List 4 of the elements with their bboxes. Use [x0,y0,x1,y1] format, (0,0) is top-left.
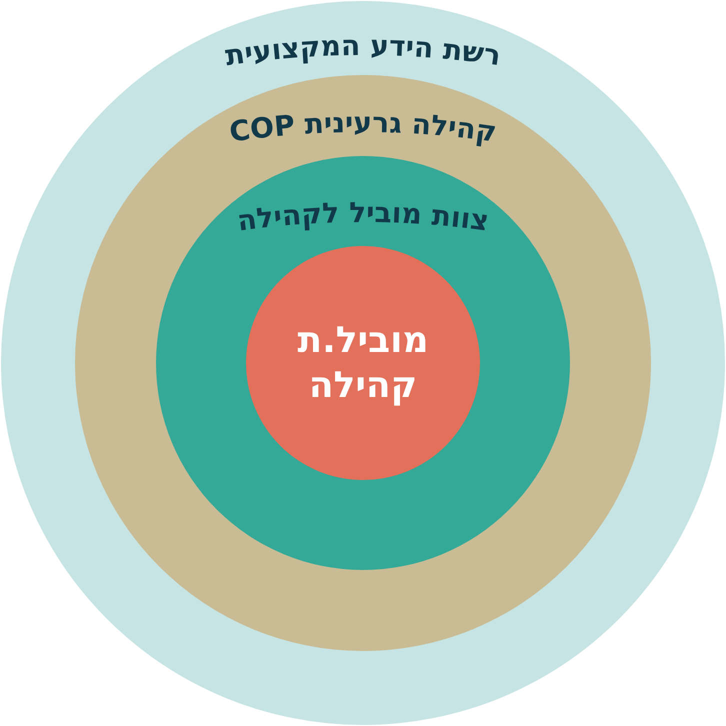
ring-title: צוות מוביל לקהילה [235,196,491,238]
ring-title: קהילה גרעינית COP [227,106,499,149]
ring-title: רשת הידע המקצועית [223,28,503,72]
center-label: מוביל.ת קהילה [296,319,430,408]
